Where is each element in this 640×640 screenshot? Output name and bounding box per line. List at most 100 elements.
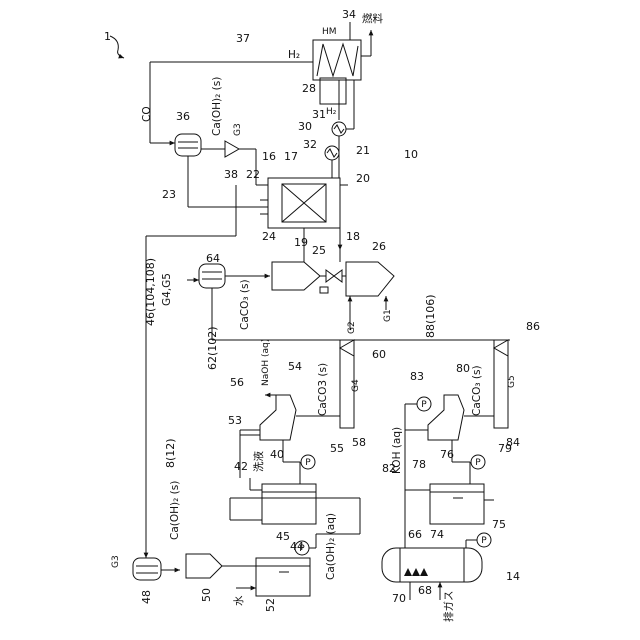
pump-79-label: P: [475, 458, 481, 468]
tank-40: [262, 484, 316, 524]
label-38: 38: [224, 168, 238, 181]
label-rinse: 洗液: [252, 451, 265, 472]
label-20: 20: [356, 172, 370, 185]
exchanger-31: [332, 122, 346, 136]
label-34: 34: [342, 8, 356, 21]
system-label: 10: [404, 148, 418, 161]
label-30: 30: [298, 120, 312, 133]
reactor-16: [268, 178, 340, 228]
label-22: 22: [246, 168, 260, 181]
label-45: 45: [276, 530, 290, 543]
pump-83-label: P: [421, 400, 427, 410]
label-23: 23: [162, 188, 176, 201]
label-caco3-80: CaCO₃ (s): [471, 365, 483, 416]
silo-48: [133, 558, 161, 580]
label-h2-top: H₂: [288, 49, 300, 61]
label-68: 68: [418, 584, 432, 597]
label-46: 46(104,108): [144, 258, 157, 326]
label-76: 76: [440, 448, 454, 461]
label-78: 78: [412, 458, 426, 471]
label-66: 66: [408, 528, 422, 541]
precipitator-54: [260, 395, 296, 440]
exchanger-32: [325, 146, 339, 160]
label-17: 17: [284, 150, 298, 163]
label-14: 14: [506, 570, 520, 583]
label-82: 82: [382, 462, 396, 475]
label-g2: G2: [347, 321, 357, 334]
label-40: 40: [270, 448, 284, 461]
valve-25: [326, 270, 342, 282]
absorber-66: [382, 548, 482, 582]
label-25: 25: [312, 244, 326, 257]
label-caoh2-aq: Ca(OH)₂ (aq): [325, 513, 337, 580]
label-caco3-64: CaCO₃ (s): [239, 279, 251, 330]
label-g4g5: G4,G5: [161, 273, 173, 306]
label-26: 26: [372, 240, 386, 253]
label-h2-mid: H₂: [326, 107, 337, 117]
label-16: 16: [262, 150, 276, 163]
separator-86: [494, 340, 508, 356]
label-21: 21: [356, 144, 370, 157]
tank-44: [256, 558, 310, 596]
cyclone-26: [346, 262, 394, 296]
figure-pointer-arrow: [110, 36, 124, 58]
label-32: 32: [303, 138, 317, 151]
label-53: 53: [228, 414, 242, 427]
label-g3-bottom: G3: [111, 555, 121, 568]
pump-75-label: P: [481, 536, 487, 546]
label-caco3-54: CaCO3 (s): [317, 363, 329, 416]
label-19: 19: [294, 236, 308, 249]
label-54: 54: [288, 360, 302, 373]
label-g1: G1: [383, 309, 393, 322]
label-naoh: NaOH (aq): [261, 339, 271, 386]
pump-55-label: P: [305, 458, 311, 468]
label-74: 74: [430, 528, 444, 541]
label-36: 36: [176, 110, 190, 123]
label-co: CO: [141, 106, 153, 122]
label-79: 79: [498, 442, 512, 455]
label-hm: HM: [322, 27, 337, 37]
label-37: 37: [236, 32, 250, 45]
label-18: 18: [346, 230, 360, 243]
label-60: 60: [372, 348, 386, 361]
label-80: 80: [456, 362, 470, 375]
label-86: 86: [526, 320, 540, 333]
figure-number: 1: [104, 30, 111, 43]
label-83: 83: [410, 370, 424, 383]
label-31: 31: [312, 108, 326, 121]
cyclone-50: [186, 554, 222, 578]
silo-36: [175, 134, 201, 156]
label-42: 42: [234, 460, 248, 473]
label-caoh2-bottom: Ca(OH)₂ (s): [169, 481, 181, 540]
label-g3-top: G3: [233, 123, 243, 136]
label-44: 44: [290, 540, 304, 553]
label-88: 88(106): [424, 294, 437, 338]
tank-76: [430, 484, 484, 524]
label-48: 48: [140, 590, 153, 604]
label-water: 水: [233, 595, 245, 606]
label-fuel: 燃料: [362, 12, 383, 25]
label-55: 55: [330, 442, 344, 455]
label-75: 75: [492, 518, 506, 531]
label-g5: G5: [507, 375, 517, 388]
cyclone-24: [272, 262, 320, 290]
absorber-packing: [404, 568, 428, 576]
label-caoh2-top: Ca(OH)₂ (s): [211, 77, 223, 136]
heat-exchanger-34: [313, 40, 361, 80]
label-70: 70: [392, 592, 406, 605]
unit-28: [320, 78, 346, 104]
label-50: 50: [200, 588, 213, 602]
conveyor-84: [494, 340, 508, 428]
label-62: 62(102): [206, 326, 219, 370]
cyclone-38: [225, 141, 239, 157]
label-g4: G4: [351, 379, 361, 392]
label-28: 28: [302, 82, 316, 95]
label-8-12: 8(12): [164, 438, 177, 468]
separator-60: [340, 340, 354, 356]
label-56: 56: [230, 376, 244, 389]
label-exhaust: 排ガス: [442, 591, 455, 623]
label-58: 58: [352, 436, 366, 449]
precipitator-80: [428, 395, 464, 440]
